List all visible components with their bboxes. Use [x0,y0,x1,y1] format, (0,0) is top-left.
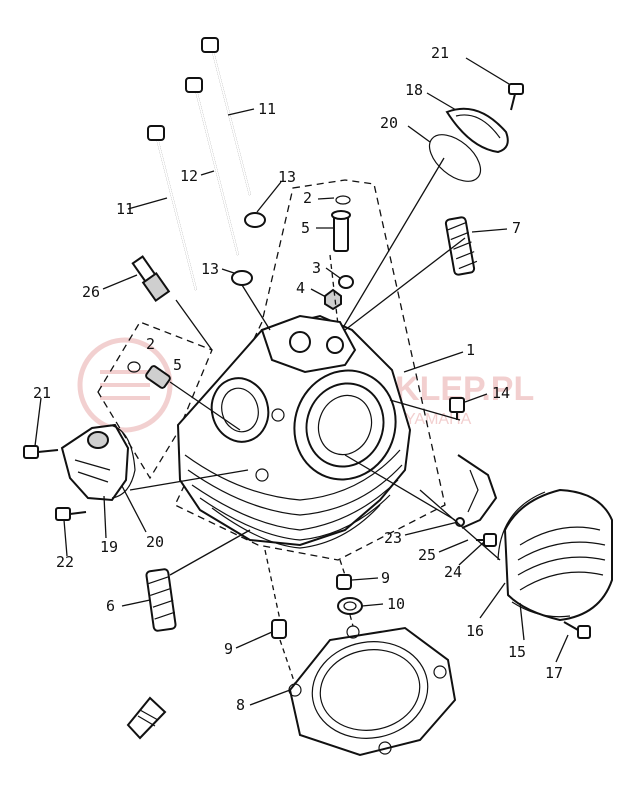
callout-9-left: 9 [224,640,233,658]
callout-7: 7 [512,219,521,237]
callout-labels: 21 18 20 11 12 11 13 2 5 7 13 3 26 4 2 5… [33,44,563,714]
head-gasket-8 [288,625,457,757]
head-bolt-11-left [147,125,197,291]
callout-15: 15 [508,643,526,661]
bolt-21-left [23,445,59,459]
seal-3 [338,275,354,289]
callout-5-upper: 5 [301,219,310,237]
bolt-14 [449,397,465,420]
callout-1: 1 [466,341,475,359]
dowel-pin-9-right [336,574,352,590]
gasket-20-left [109,424,136,499]
callout-23: 23 [384,529,402,547]
head-bolt-11-right [201,37,251,196]
washer-13-lower [231,270,253,286]
callout-9-right: 9 [381,569,390,587]
cylinder-head-body [176,314,412,549]
callout-2-left: 2 [146,335,155,353]
bolt-21-top [508,83,524,111]
callout-20-left: 20 [146,533,164,551]
callout-14: 14 [492,384,510,402]
callout-11-right: 11 [258,100,276,118]
bolt-24 [476,533,497,547]
callout-4: 4 [296,279,305,297]
valve-spring-7 [444,216,478,276]
callout-3: 3 [312,259,321,277]
callout-13-lower: 13 [201,260,219,278]
callout-2-upper: 2 [303,189,312,207]
valve-guide-5 [331,210,351,252]
bracket-23 [455,454,498,529]
cover-18 [445,107,509,154]
nut-4 [324,288,342,311]
cotter-2 [335,195,351,205]
left-valve-outline [97,321,213,480]
washer-13-upper [244,212,266,228]
callout-24: 24 [444,563,462,581]
side-cover-19 [60,423,130,502]
callout-18: 18 [405,81,423,99]
callout-17: 17 [545,664,563,682]
callout-13-upper: 13 [278,168,296,186]
side-cover-16 [503,488,613,622]
spark-plug [131,255,171,302]
valve-spring-6 [145,568,177,632]
callout-25: 25 [418,546,436,564]
callout-6: 6 [106,597,115,615]
o-ring-20-top [428,134,482,182]
callout-8: 8 [236,696,245,714]
callout-12: 12 [180,167,198,185]
callout-22: 22 [56,553,74,571]
head-bolt-12 [185,77,239,256]
callout-21-left: 21 [33,384,51,402]
leader-lines [34,57,569,706]
seal-10 [337,597,363,615]
callout-21-top: 21 [431,44,449,62]
callout-19: 19 [100,538,118,556]
gasket-15 [497,491,571,618]
callout-10: 10 [387,595,405,613]
front-arrow-icon [126,696,167,740]
bolt-17 [563,621,591,639]
bolt-22 [55,507,87,521]
dowel-pin-9-left [271,619,287,639]
callout-26: 26 [82,283,100,301]
callout-20-top: 20 [380,114,398,132]
cotter-2-left [127,361,141,373]
callout-11-left: 11 [116,200,134,218]
valve-guide-5-left [145,365,171,389]
callout-5-left: 5 [173,356,182,374]
valve-assembly-outline [174,179,446,561]
callout-16: 16 [466,622,484,640]
